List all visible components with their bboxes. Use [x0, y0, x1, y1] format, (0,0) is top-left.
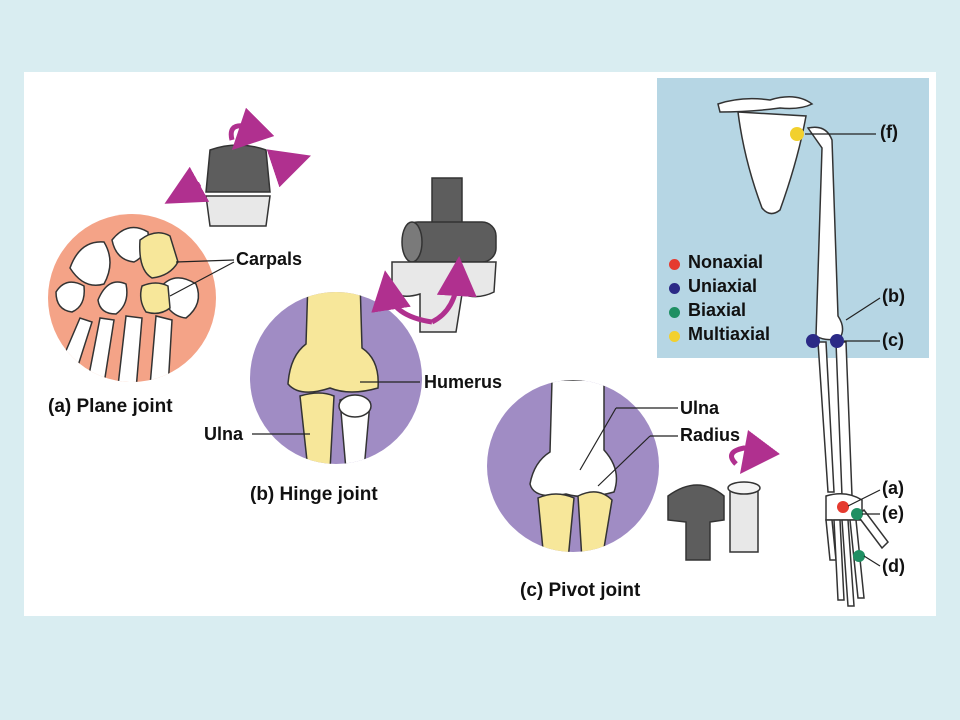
highlighted-carpal [139, 282, 171, 315]
legend-dot-nonaxial [669, 259, 680, 270]
pivot-joint-illustration [487, 380, 780, 561]
radius-label: Radius [680, 425, 741, 445]
joint-dot-uniaxial [830, 334, 844, 348]
hinge-joint-caption: (b) Hinge joint [250, 484, 378, 505]
plane-joint-caption: (a) Plane joint [48, 396, 173, 417]
hinge-rotation-arrow [430, 256, 477, 325]
ulna-hinge-label: Ulna [204, 424, 244, 444]
hinge-joint-model [391, 177, 497, 333]
highlighted-carpal [139, 232, 179, 279]
skeleton-label-a: (a) [882, 478, 904, 498]
pivot-joint-caption: (c) Pivot joint [520, 580, 641, 601]
skeleton-label-c: (c) [882, 330, 904, 350]
legend-label-biaxial: Biaxial [688, 300, 747, 320]
legend-dot-multiaxial [669, 331, 680, 342]
plane-joint-illustration [48, 107, 311, 382]
joint-dot-multiaxial [790, 127, 804, 141]
rotation-arrow [228, 107, 275, 151]
slide-arrow [266, 149, 311, 188]
joint-dot-biaxial [853, 550, 865, 562]
carpals-label: Carpals [236, 249, 303, 269]
joint-dot-uniaxial [806, 334, 820, 348]
legend-dot-biaxial [669, 307, 680, 318]
ulna-pivot-label: Ulna [680, 398, 720, 418]
arm-skeleton [717, 96, 889, 607]
joint-dot-biaxial [851, 508, 863, 520]
legend-dot-uniaxial [669, 283, 680, 294]
skeleton-label-b: (b) [882, 286, 905, 306]
slide-arrow [164, 166, 210, 204]
hinge-rotation-arrow [371, 270, 433, 325]
hinge-joint-illustration [250, 177, 497, 464]
legend-label-uniaxial: Uniaxial [688, 276, 758, 296]
skeleton-label-e: (e) [882, 503, 904, 523]
humerus-label: Humerus [424, 372, 503, 392]
legend-label-nonaxial: Nonaxial [688, 252, 764, 272]
skeleton-label-f: (f) [880, 122, 898, 142]
joint-dot-nonaxial [837, 501, 849, 513]
legend-label-multiaxial: Multiaxial [688, 324, 771, 344]
pivot-joint-model [667, 481, 761, 561]
pivot-rotation-arrow [729, 430, 780, 475]
plane-joint-model [205, 144, 271, 227]
skeleton-label-d: (d) [882, 556, 905, 576]
